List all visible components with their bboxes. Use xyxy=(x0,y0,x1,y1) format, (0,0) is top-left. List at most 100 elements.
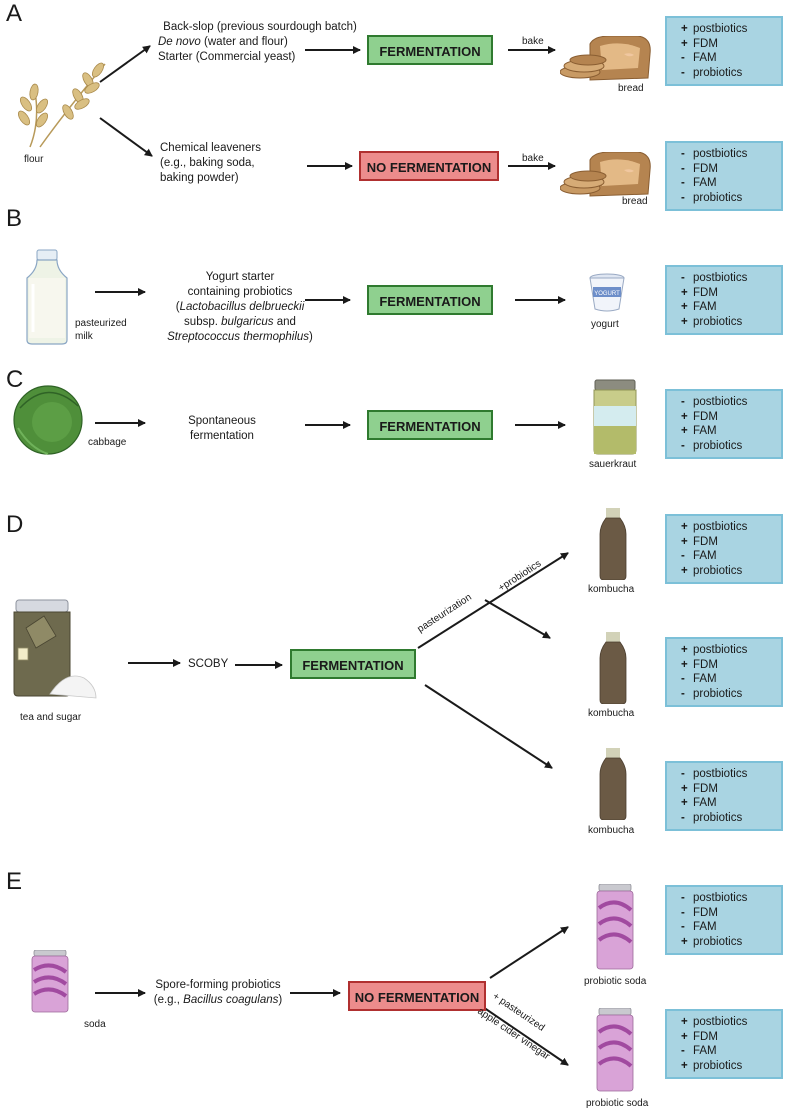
outcome-postbiotics: -postbiotics xyxy=(681,396,748,408)
input-yogurt-starter-4: subsp. bulgaricus and xyxy=(184,316,296,328)
outcome-fam: -FAM xyxy=(681,921,717,933)
yogurt-cup-label: YOGURT xyxy=(594,291,620,297)
fermentation-box-b: FERMENTATION xyxy=(367,285,493,315)
outcome-probiotics: -probiotics xyxy=(681,439,743,452)
kombucha-bottle-icon xyxy=(599,508,627,580)
yogurt-cup-icon: YOGURT xyxy=(589,273,625,312)
sauerkraut-label: sauerkraut xyxy=(589,459,637,470)
probiotic-soda-label-1: probiotic soda xyxy=(584,976,647,987)
input-spontaneous-1: Spontaneous xyxy=(188,415,256,427)
outcome-postbiotics: +postbiotics xyxy=(681,1016,748,1028)
outcome-fam: -FAM xyxy=(681,550,717,562)
outcome-box-a-chemical: -postbiotics -FDM -FAM -probiotics xyxy=(665,141,783,211)
outcome-fam: -FAM xyxy=(681,673,717,685)
bread-icon xyxy=(560,152,651,197)
outcome-postbiotics: -postbiotics xyxy=(681,148,748,160)
input-starter: Starter (Commercial yeast) xyxy=(158,51,296,63)
no-fermentation-box-e: NO FERMENTATION xyxy=(348,981,486,1011)
input-chemical-3: baking powder) xyxy=(160,172,239,184)
bake-label-bottom: bake xyxy=(522,153,544,164)
kombucha-label-3: kombucha xyxy=(588,825,635,836)
outcome-fam: -FAM xyxy=(681,1045,717,1057)
outcome-box-d-2: +postbiotics +FDM -FAM -probiotics xyxy=(665,637,783,707)
input-yogurt-starter-3: (Lactobacillus delbrueckii xyxy=(175,301,305,313)
input-yogurt-starter-5: Streptococcus thermophilus) xyxy=(167,331,313,343)
yogurt-label: yogurt xyxy=(591,319,619,330)
outcome-fam: -FAM xyxy=(681,177,717,189)
outcome-fdm: +FDM xyxy=(681,782,718,795)
fermentation-box-d: FERMENTATION xyxy=(290,649,416,679)
input-denovo: De novo (water and flour) xyxy=(158,36,288,48)
outcome-probiotics: +probiotics xyxy=(681,315,743,328)
probiotic-soda-label-2: probiotic soda xyxy=(586,1098,649,1109)
outcome-box-d-1: +postbiotics +FDM -FAM +probiotics xyxy=(665,514,783,584)
soda-label: soda xyxy=(84,1019,106,1030)
outcome-box-c: -postbiotics +FDM +FAM -probiotics xyxy=(665,389,783,459)
outcome-postbiotics: -postbiotics xyxy=(681,272,748,284)
outcome-fdm: +FDM xyxy=(681,1030,718,1043)
outcome-probiotics: -probiotics xyxy=(681,191,743,204)
outcome-postbiotics: +postbiotics xyxy=(681,521,748,533)
outcome-box-b: -postbiotics +FDM +FAM +probiotics xyxy=(665,265,783,335)
fermentation-box-a: FERMENTATION xyxy=(367,35,493,65)
outcome-fdm: +FDM xyxy=(681,535,718,548)
input-chemical-2: (e.g., baking soda, xyxy=(160,157,255,169)
outcome-box-e-1: -postbiotics -FDM -FAM +probiotics xyxy=(665,885,783,955)
outcome-fdm: -FDM xyxy=(681,162,718,175)
tea-sugar-label: tea and sugar xyxy=(20,712,82,723)
input-spontaneous-2: fermentation xyxy=(190,430,254,442)
cabbage-label: cabbage xyxy=(88,437,127,448)
milk-bottle-icon xyxy=(26,249,68,345)
outcome-fdm: +FDM xyxy=(681,658,718,671)
outcome-fdm: -FDM xyxy=(681,906,718,919)
outcome-box-d-3: -postbiotics +FDM +FAM -probiotics xyxy=(665,761,783,831)
cabbage-icon xyxy=(13,385,83,455)
outcome-postbiotics: -postbiotics xyxy=(681,768,748,780)
flour-label: flour xyxy=(24,154,44,165)
outcome-probiotics: -probiotics xyxy=(681,811,743,824)
outcome-fdm: +FDM xyxy=(681,410,718,423)
outcome-probiotics: +probiotics xyxy=(681,935,743,948)
outcome-fam: +FAM xyxy=(681,797,717,809)
outcome-fam: +FAM xyxy=(681,301,717,313)
kombucha-label-2: kombucha xyxy=(588,708,635,719)
bread-icon xyxy=(560,36,651,81)
soda-can-icon xyxy=(31,950,69,1013)
outcome-probiotics: +probiotics xyxy=(681,1059,743,1072)
kombucha-bottle-icon xyxy=(599,632,627,704)
fermentation-box-c: FERMENTATION xyxy=(367,410,493,440)
panel-letter-a: A xyxy=(6,0,23,27)
outcome-postbiotics: -postbiotics xyxy=(681,892,748,904)
input-chemical-1: Chemical leaveners xyxy=(160,142,261,154)
panel-letter-b: B xyxy=(6,205,23,232)
outcome-fam: -FAM xyxy=(681,52,717,64)
pasteurized-label: pasteurized xyxy=(75,318,127,329)
outcome-box-e-2: +postbiotics +FDM -FAM +probiotics xyxy=(665,1009,783,1079)
kombucha-label-1: kombucha xyxy=(588,584,635,595)
outcome-probiotics: -probiotics xyxy=(681,66,743,79)
input-spore-1: Spore-forming probiotics xyxy=(155,979,281,991)
outcome-postbiotics: +postbiotics xyxy=(681,23,748,35)
outcome-probiotics: +probiotics xyxy=(681,564,743,577)
outcome-box-a-fermented: +postbiotics +FDM -FAM -probiotics xyxy=(665,16,783,86)
outcome-postbiotics: +postbiotics xyxy=(681,644,748,656)
soda-can-icon xyxy=(596,884,634,970)
outcome-fam: +FAM xyxy=(681,425,717,437)
outcome-probiotics: -probiotics xyxy=(681,687,743,700)
panel-letter-d: D xyxy=(6,511,24,538)
input-scoby: SCOBY xyxy=(188,658,229,670)
input-yogurt-starter-2: containing probiotics xyxy=(187,286,293,298)
panel-letter-c: C xyxy=(6,366,24,393)
outcome-fdm: +FDM xyxy=(681,37,718,50)
bread-label-top: bread xyxy=(618,83,644,94)
input-backslop: Back-slop (previous sourdough batch) xyxy=(163,21,357,33)
outcome-fdm: +FDM xyxy=(681,286,718,299)
wheat-icon xyxy=(17,62,106,148)
input-yogurt-starter-1: Yogurt starter xyxy=(205,271,275,283)
tea-jar-icon xyxy=(13,599,97,699)
sauerkraut-jar-icon xyxy=(593,379,637,455)
soda-can-icon xyxy=(595,1007,635,1092)
bake-label-top: bake xyxy=(522,36,544,47)
input-spore-2: (e.g., Bacillus coagulans) xyxy=(153,994,283,1006)
